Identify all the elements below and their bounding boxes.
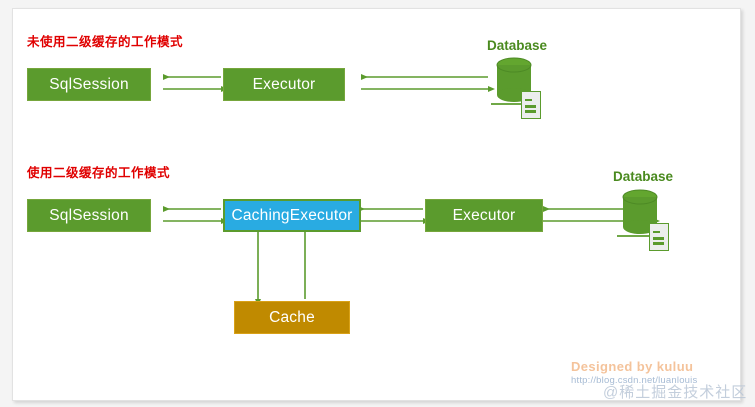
watermark-designed-by: Designed by kuluu xyxy=(571,359,694,374)
document-note-icon-2 xyxy=(649,223,669,251)
node-label: SqlSession xyxy=(49,206,129,224)
node-sqlsession-1[interactable]: SqlSession xyxy=(27,68,151,101)
section-title-no-cache: 未使用二级缓存的工作模式 xyxy=(27,35,184,49)
node-executor-2[interactable]: Executor xyxy=(425,199,543,232)
node-cache[interactable]: Cache xyxy=(234,301,350,334)
node-cachingexecutor[interactable]: CachingExecutor xyxy=(223,199,361,232)
watermark-url: http://blog.csdn.net/luanlouis xyxy=(571,375,698,386)
database-cylinder-icon-2 xyxy=(617,188,663,240)
node-sqlsession-2[interactable]: SqlSession xyxy=(27,199,151,232)
node-label: Executor xyxy=(252,75,316,93)
document-note-icon-1 xyxy=(521,91,541,119)
node-label: CachingExecutor xyxy=(231,206,353,224)
section-title-with-cache: 使用二级缓存的工作模式 xyxy=(27,166,171,180)
database-label-2: Database xyxy=(613,169,674,184)
node-label: SqlSession xyxy=(49,75,129,93)
node-label: Executor xyxy=(452,206,516,224)
node-executor-1[interactable]: Executor xyxy=(223,68,345,101)
database-label-1: Database xyxy=(487,38,548,53)
watermark-community: @稀土掘金技术社区 xyxy=(603,384,748,401)
diagram-sheet: 未使用二级缓存的工作模式 SqlSession Executor Databas… xyxy=(12,8,746,401)
node-label: Cache xyxy=(269,308,315,326)
